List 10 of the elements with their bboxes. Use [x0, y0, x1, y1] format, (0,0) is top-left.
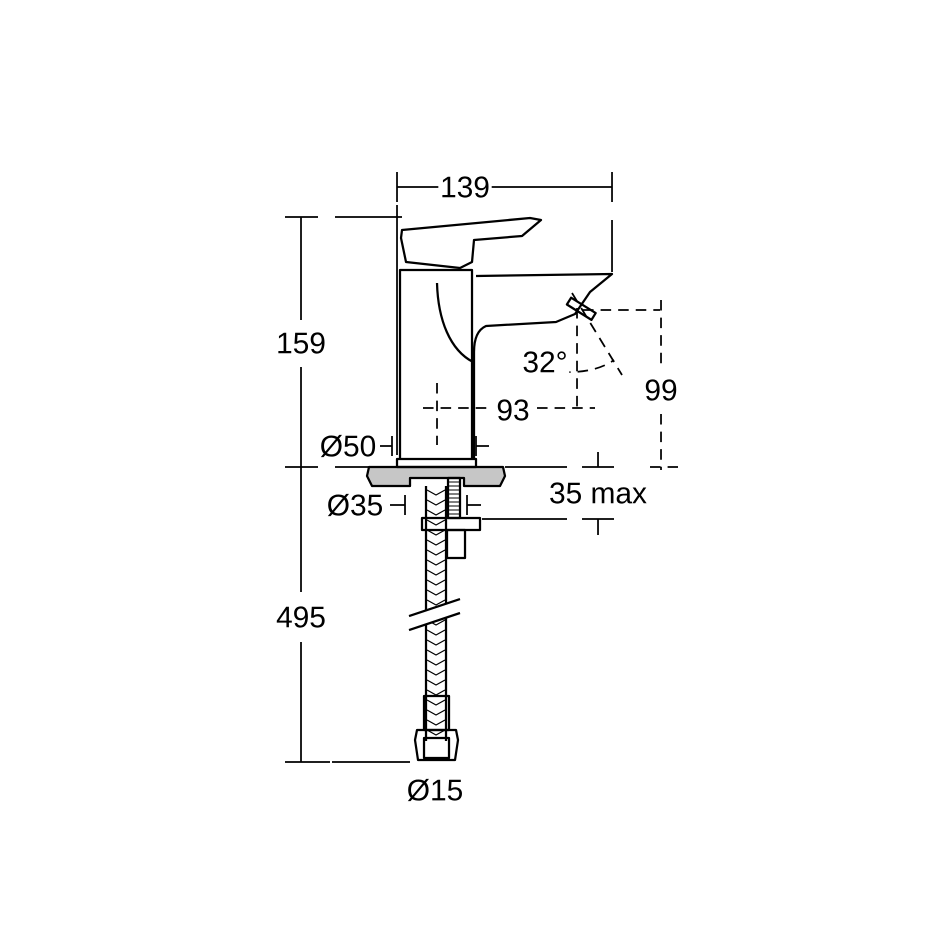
dimension-label: Ø50 [318, 433, 378, 459]
dimension-label: 139 [438, 174, 492, 200]
dimension-label: Ø35 [325, 492, 385, 518]
dimension-label: 35 max [547, 480, 649, 506]
dimension-label: 99 [642, 378, 680, 402]
dimension-label: 93 [494, 398, 532, 422]
dimension-label: 159 [274, 330, 328, 356]
dimension-label: Ø15 [405, 777, 465, 803]
dimension-label: 32° [520, 350, 570, 374]
dimension-label: 495 [274, 604, 328, 630]
